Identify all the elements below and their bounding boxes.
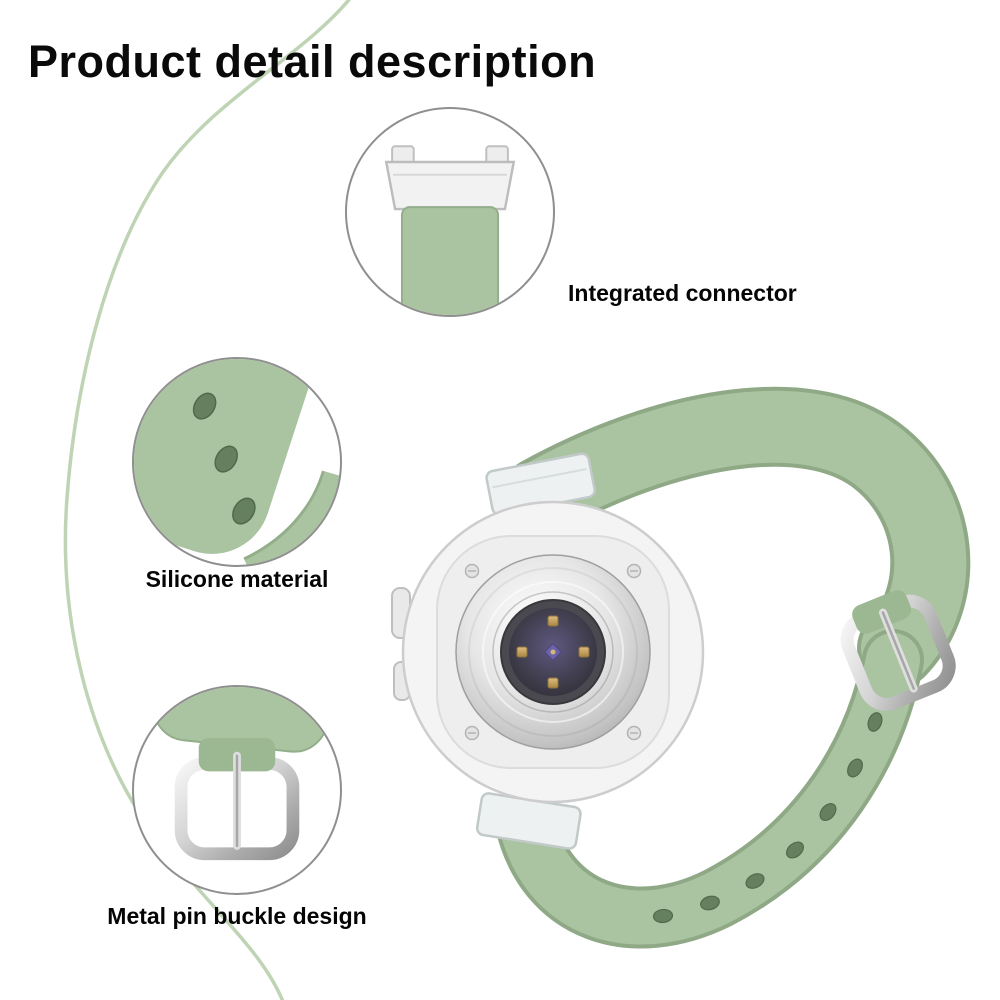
- callout-circle-integrated-connector: [345, 107, 555, 317]
- back-screws: [464, 563, 642, 741]
- metal-buckle-icon: [152, 687, 332, 861]
- silicone-band-icon: [134, 359, 340, 565]
- strap-holes: [652, 712, 883, 924]
- connector-clip-icon: [384, 145, 516, 315]
- watch-button-upper: [391, 587, 411, 639]
- band-buckle: [840, 590, 956, 711]
- connector-top: [485, 452, 596, 516]
- watch-strap-top: [500, 386, 971, 688]
- connector-bottom: [475, 792, 582, 850]
- callout-label-silicone-material: Silicone material: [145, 566, 329, 592]
- watch-back: [391, 452, 705, 850]
- page-title: Product detail description: [28, 36, 597, 88]
- callout-label-metal-pin-buckle: Metal pin buckle design: [107, 903, 367, 929]
- callout-label-integrated-connector: Integrated connector: [568, 280, 797, 306]
- callout-circle-metal-pin-buckle: [132, 685, 342, 895]
- heart-rate-sensor: [500, 599, 606, 705]
- watch-strap-tail: [494, 629, 924, 949]
- callout-circle-silicone-material: [132, 357, 342, 567]
- watch-button-lower: [393, 661, 411, 701]
